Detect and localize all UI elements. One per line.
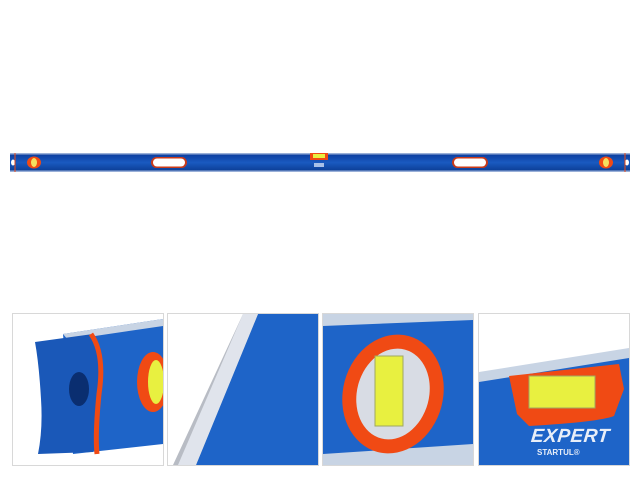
thumbnail-top-vial[interactable]: EXPERT STARTUL®: [478, 313, 630, 466]
thumbnail-milled-edge[interactable]: [167, 313, 319, 466]
brand-label: EXPERT: [529, 426, 611, 447]
thumbnail-vertical-vial[interactable]: [322, 313, 474, 466]
end-cap-image: [35, 319, 163, 455]
milled-edge-image: [173, 314, 318, 465]
spirit-level-main-image: [10, 153, 630, 172]
maker-label: STARTUL®: [537, 448, 580, 457]
thumbnail-end-cap[interactable]: [12, 313, 164, 466]
top-vial-image: [479, 348, 629, 465]
vertical-vial-image: [323, 314, 473, 465]
